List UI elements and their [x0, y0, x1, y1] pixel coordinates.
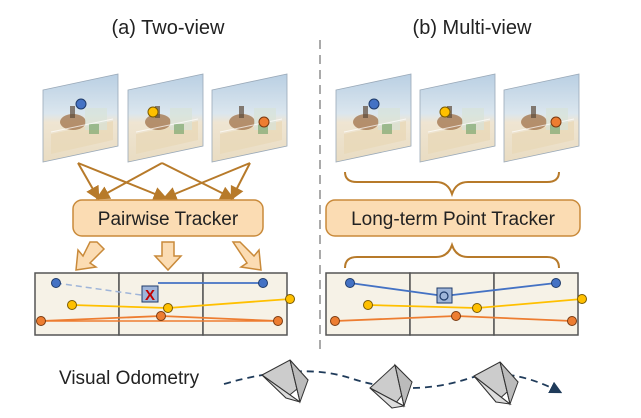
keypoint-orange: [550, 116, 562, 128]
point-blue: [439, 291, 449, 301]
keypoint-yellow: [439, 106, 451, 118]
pairwise-output-arrows: [75, 241, 262, 272]
camera-frustum-3: [473, 361, 519, 406]
long-term-tracker-label: Long-term Point Tracker: [351, 209, 555, 230]
keypoint-yellow: [147, 106, 159, 118]
track-yellow: [71, 304, 169, 309]
panel-title-two-view: (a) Two-view: [112, 17, 226, 39]
point-blue: [345, 278, 355, 288]
keypoint-blue: [368, 98, 380, 110]
track-orange: [40, 315, 162, 322]
multi-view-track-strip: [325, 272, 587, 336]
point-yellow: [67, 300, 77, 310]
track-blue-dashed: [55, 282, 149, 297]
visual-odometry-label: Visual Odometry: [59, 368, 200, 389]
long-term-tracker-box: Long-term Point Tracker: [325, 199, 581, 237]
point-orange: [451, 311, 461, 321]
pairwise-tracker-box: Pairwise Tracker: [72, 199, 264, 237]
right-frame-3: [503, 73, 580, 163]
track-yellow: [476, 298, 583, 309]
point-yellow: [577, 294, 587, 304]
point-orange: [567, 316, 577, 326]
camera-frustum-1: [261, 359, 309, 404]
track-orange: [160, 315, 279, 322]
right-frame-1: [335, 73, 412, 163]
point-orange: [36, 316, 46, 326]
point-blue: [258, 278, 268, 288]
track-orange: [334, 315, 457, 322]
track-yellow: [367, 304, 478, 309]
point-blue: [551, 278, 561, 288]
point-blue: [51, 278, 61, 288]
keypoint-orange: [258, 116, 270, 128]
left-frame-3: [211, 73, 288, 163]
occlusion-failure-x: X: [145, 287, 155, 304]
point-yellow: [163, 303, 173, 313]
point-yellow: [285, 294, 295, 304]
camera-frustum-2: [369, 363, 413, 409]
right-frame-2: [419, 73, 496, 163]
point-orange: [330, 316, 340, 326]
point-orange: [273, 316, 283, 326]
track-blue: [349, 282, 445, 297]
left-frame-1: [42, 73, 119, 163]
track-orange: [455, 315, 573, 322]
point-yellow: [472, 303, 482, 313]
pairwise-tracker-label: Pairwise Tracker: [98, 209, 239, 230]
track-yellow: [167, 298, 291, 309]
point-orange: [156, 311, 166, 321]
point-yellow: [363, 300, 373, 310]
left-frame-2: [127, 73, 204, 163]
occlusion-failure-marker: X: [141, 285, 159, 304]
keypoint-blue: [75, 98, 87, 110]
pairwise-input-arrows: [77, 162, 251, 201]
multi-view-top-bracket: [344, 171, 560, 198]
two-view-track-strip: X: [34, 272, 295, 336]
track-blue: [443, 282, 557, 297]
multi-view-bottom-bracket: [344, 241, 560, 269]
panel-title-multi-view: (b) Multi-view: [413, 17, 532, 39]
